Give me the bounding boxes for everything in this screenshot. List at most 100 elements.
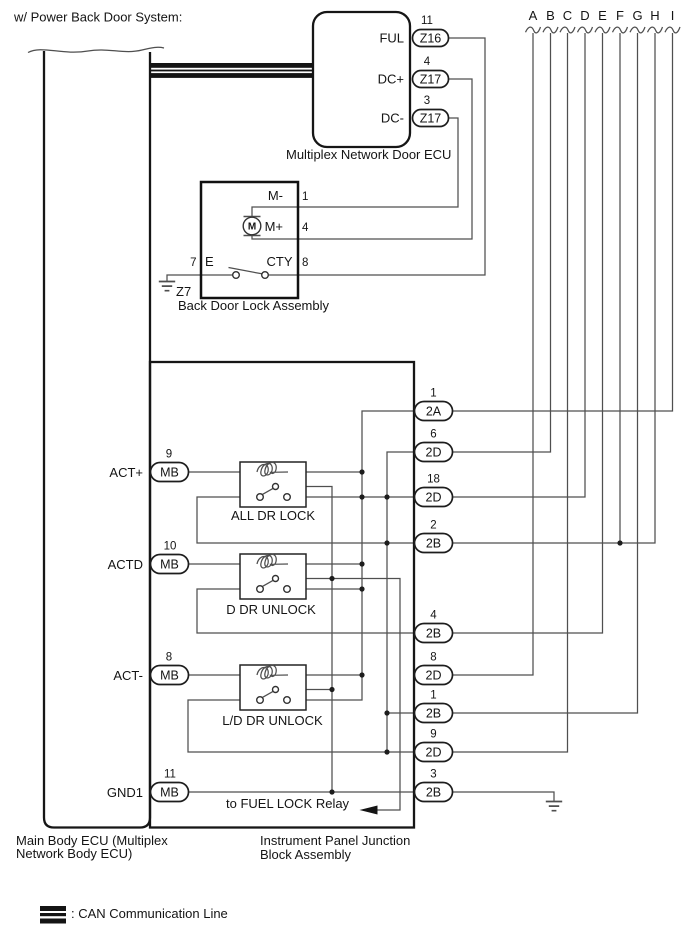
relay-ld-dr-unlock (239, 664, 307, 711)
junction-block-box (148, 360, 416, 829)
wire-ful-to-cty (298, 37, 486, 276)
connector-code-z17a: Z17 (420, 73, 442, 87)
connector-mb-8 (149, 664, 190, 686)
ground-code-z7: Z7 (176, 284, 191, 299)
junction-dots (329, 469, 623, 795)
branch-label-i: I (671, 8, 675, 23)
wire-ld-left-contact (187, 699, 415, 753)
main-body-ecu-name-1: Main Body ECU (Multiplex (16, 833, 168, 848)
branch-line-b (452, 33, 552, 453)
back-door-lock-name: Back Door Lock Assembly (178, 298, 330, 313)
ground-symbol-right (544, 800, 564, 812)
pin-number-mb9: 9 (166, 449, 172, 461)
branch-label-f: F (616, 8, 624, 23)
pin-number-mb8: 8 (166, 652, 172, 664)
connector-2d-6 (413, 441, 454, 463)
pin-number-mb11: 11 (164, 769, 176, 781)
door-ecu-connectors (411, 28, 450, 128)
connector-2b-2 (413, 532, 454, 554)
connector-code-2d9: 2D (426, 746, 442, 760)
branch-label-d: D (580, 8, 589, 23)
signal-m-minus: M- (268, 188, 283, 203)
fuel-lock-note: to FUEL LOCK Relay (226, 796, 350, 811)
wire-motor-plus (251, 236, 298, 240)
branch-labels: A B C D E F G H I (529, 8, 675, 23)
relay-name-ld-dr-unlock: L/D DR UNLOCK (222, 713, 323, 728)
junction-dot (359, 561, 365, 567)
pin-number-2d6: 6 (430, 429, 436, 441)
wire-2b3-to-ground (452, 791, 555, 802)
main-body-ecu-connectors (149, 461, 190, 803)
junction-dot (384, 540, 390, 546)
wire-e-to-ground (166, 274, 233, 282)
signal-e: E (205, 254, 214, 269)
wire-all-left-contact (196, 496, 415, 544)
junction-dot (329, 575, 335, 582)
motor-label: M (248, 222, 256, 233)
signal-dcminus: DC- (381, 111, 404, 126)
pin-number-2a1: 1 (430, 388, 436, 400)
junction-dot (384, 710, 390, 716)
junction-dot (384, 494, 390, 500)
connector-code-z17b: Z17 (420, 112, 442, 126)
relay-d-dr-unlock (239, 553, 307, 600)
pin-number-m-minus: 1 (302, 191, 308, 203)
branch-label-b: B (546, 8, 555, 23)
branch-line-d (452, 33, 586, 498)
connector-code-z16: Z16 (420, 32, 442, 46)
connector-code-mb10: MB (160, 558, 179, 572)
door-ecu-name: Multiplex Network Door ECU (286, 147, 451, 162)
relay-name-all-dr-lock: ALL DR LOCK (231, 508, 315, 523)
main-body-ecu-box (42, 51, 152, 829)
connector-2d-8 (413, 664, 454, 686)
door-ecu-box (311, 10, 412, 149)
pin-number-2d9: 9 (430, 729, 436, 741)
connector-2d-18 (413, 486, 454, 508)
signal-act-plus: ACT+ (109, 465, 143, 480)
wire-dcminus-to-mminus (298, 117, 459, 208)
connector-2b-4 (413, 622, 454, 644)
bus-2a-power (290, 410, 415, 701)
pin-number-2d18: 18 (427, 474, 440, 486)
page-title: w/ Power Back Door System: (13, 10, 182, 25)
connector-mb-11 (149, 781, 190, 803)
pin-number-mb10: 10 (164, 541, 177, 553)
connector-2b-1 (413, 702, 454, 724)
wire-motor-minus (251, 206, 298, 217)
connector-code-2b2: 2B (426, 537, 441, 551)
junction-dot (329, 686, 335, 693)
lock-motor: M (242, 215, 262, 237)
branch-line-g (452, 33, 639, 714)
connector-2d-9 (413, 741, 454, 763)
legend-text: : CAN Communication Line (71, 906, 228, 921)
signal-cty: CTY (267, 254, 293, 269)
pin-number-2b2: 2 (430, 520, 436, 532)
junction-dot (329, 789, 335, 795)
pin-number-z17a: 4 (424, 56, 431, 68)
main-body-ecu-break-wave (27, 46, 165, 54)
junction-block-connectors (413, 400, 454, 803)
connector-code-mb8: MB (160, 669, 179, 683)
junction-block-name-2: Block Assembly (260, 847, 352, 862)
fuel-lock-arrow (359, 805, 378, 815)
connector-z17-dcplus (411, 69, 450, 89)
junction-dot (359, 672, 365, 678)
connector-2a-1 (413, 400, 454, 422)
signal-dcplus: DC+ (378, 72, 404, 87)
pin-number-z17b: 3 (424, 95, 430, 107)
junction-dot (384, 749, 390, 755)
branch-label-c: C (563, 8, 572, 23)
branch-line-a (452, 33, 534, 676)
pin-number-cty: 8 (302, 257, 308, 269)
connector-code-2b1: 2B (426, 707, 441, 721)
relay-all-dr-lock (239, 461, 307, 508)
junction-dot (359, 586, 365, 592)
branch-label-g: G (632, 8, 642, 23)
pin-number-z16: 11 (421, 15, 433, 27)
signal-ful: FUL (379, 31, 404, 46)
bus-387 (386, 451, 415, 752)
back-door-lock-box (199, 180, 300, 300)
wire-dcplus-to-mplus (298, 78, 473, 240)
connector-z17-dcminus (411, 108, 450, 128)
